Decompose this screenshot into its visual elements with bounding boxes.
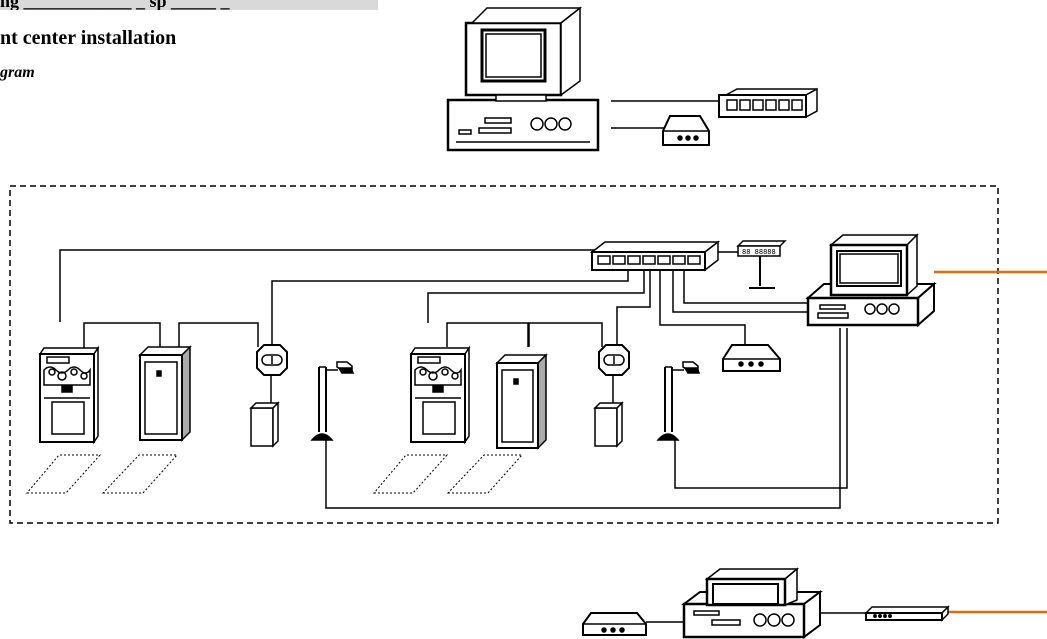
diagram-caption: gram [0,64,35,81]
modem-icon [722,344,781,372]
card-reader-pole-icon [310,361,355,441]
barrier-gate-icon [249,344,288,448]
card-reader-pole-icon [656,361,701,441]
payment-terminal-icon [409,345,471,445]
workstation-computer-icon [805,233,937,328]
lane-boundary [9,185,999,524]
modem-icon [582,612,647,636]
cabinet-icon [495,353,548,450]
network-switch-icon [589,240,721,272]
svg-text:88 88888: 88 88888 [742,248,776,256]
office-computer-icon [681,567,823,639]
network-switch-icon [718,87,818,119]
payment-terminal-icon [38,345,100,445]
section-heading: ng ____________ _ sp _____ _ [0,0,230,10]
ground-loop-icon [372,454,524,494]
modem-icon [662,115,710,146]
router-icon [864,605,950,622]
cables [59,249,848,509]
server-computer-icon [446,6,600,152]
pole-display-icon: 88 88888 [736,240,787,289]
cabinet-icon [138,345,192,442]
page-title: nt center installation [0,27,177,49]
barrier-gate-icon [593,344,630,448]
section-heading-bar: ng ____________ _ sp _____ _ [0,0,378,10]
ground-loop-icon [25,454,179,494]
